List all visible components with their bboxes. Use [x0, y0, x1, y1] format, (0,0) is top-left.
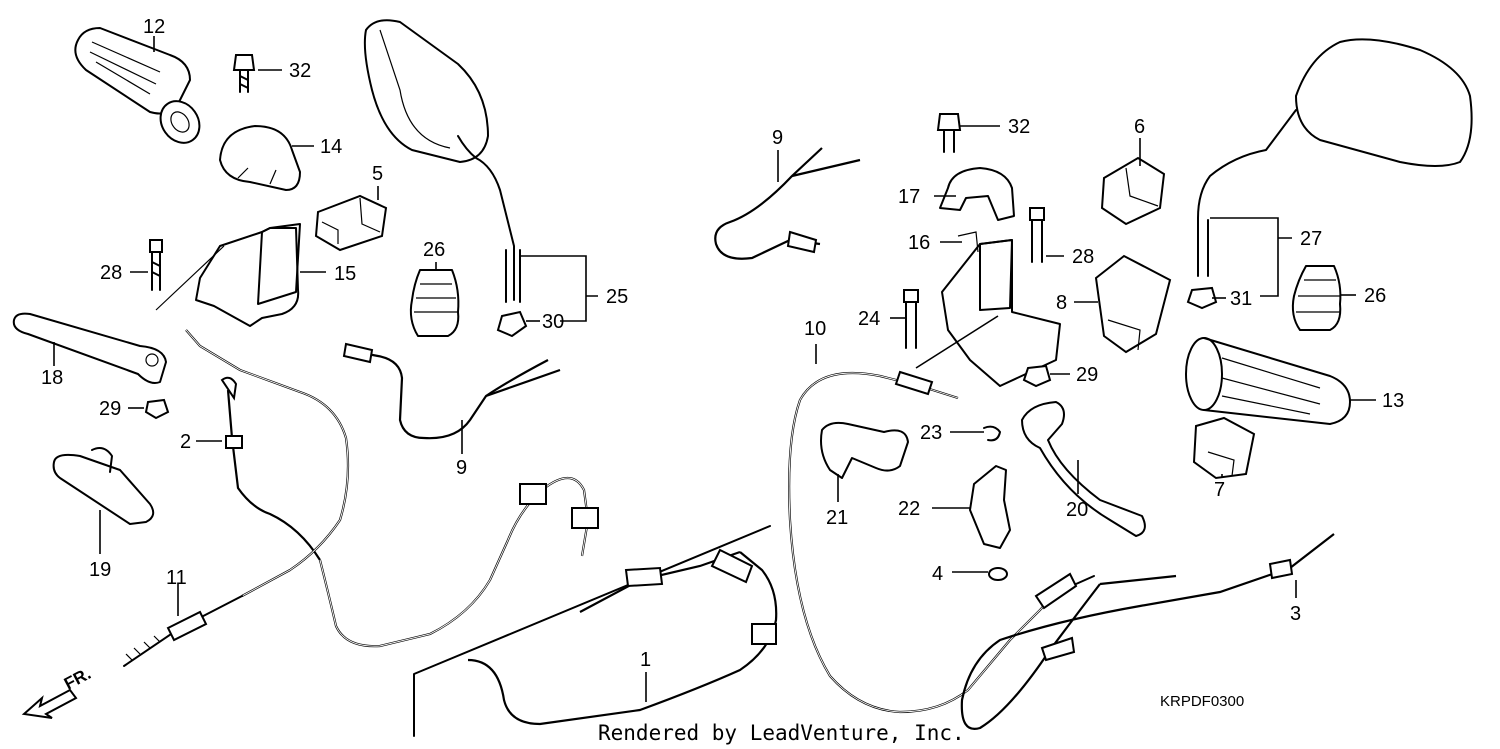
cable-part-3[interactable]	[960, 533, 1335, 730]
switch-connector-part-5[interactable]	[314, 194, 388, 252]
bolt-part-24[interactable]	[903, 289, 919, 349]
throttle-cable-part-1[interactable]	[318, 476, 778, 737]
callout-1: 1	[640, 649, 651, 671]
callout-21: 21	[826, 507, 848, 529]
callout-26-right: 26	[1364, 285, 1386, 307]
callout-6: 6	[1134, 116, 1145, 138]
callout-7: 7	[1214, 479, 1225, 501]
callout-9-right: 9	[772, 127, 783, 149]
lever-cover-part-19[interactable]	[52, 447, 155, 525]
switch-part-8[interactable]	[1094, 254, 1172, 354]
wire-harness-part-9-right[interactable]	[714, 147, 861, 260]
callout-23: 23	[920, 422, 942, 444]
rubber-boot-part-26-left[interactable]	[409, 269, 460, 337]
callout-12: 12	[143, 16, 165, 38]
nut-part-31[interactable]	[1186, 286, 1218, 310]
wire-harness-part-9-left[interactable]	[342, 342, 561, 440]
washer-part-4[interactable]	[988, 567, 1008, 581]
callout-26-left: 26	[423, 239, 445, 261]
callout-29-left: 29	[99, 398, 121, 420]
callout-17: 17	[898, 186, 920, 208]
callout-3: 3	[1290, 603, 1301, 625]
connector-part-6[interactable]	[1100, 156, 1166, 226]
callout-30: 30	[542, 311, 564, 333]
brake-cable-part-11[interactable]	[123, 329, 350, 667]
callout-28-left: 28	[100, 262, 122, 284]
front-label: FR.	[61, 664, 94, 694]
nut-part-29-left[interactable]	[144, 398, 170, 420]
callout-16: 16	[908, 232, 930, 254]
connector-part-7[interactable]	[1192, 416, 1256, 480]
callout-2: 2	[180, 431, 191, 453]
cable-part-2[interactable]	[220, 376, 321, 561]
clutch-cable-part-10[interactable]	[788, 370, 1095, 714]
nut-part-29-right[interactable]	[1022, 364, 1052, 388]
bolt-part-28-left[interactable]	[149, 239, 163, 291]
callout-28-right: 28	[1072, 246, 1094, 268]
right-mirror-part-27[interactable]	[1197, 38, 1473, 277]
callout-29-right: 29	[1076, 364, 1098, 386]
bolt-part-32-left[interactable]	[232, 54, 256, 93]
credit-text: Rendered by LeadVenture, Inc.	[598, 721, 965, 745]
callout-24: 24	[858, 308, 880, 330]
clutch-lever-part-20[interactable]	[1021, 401, 1146, 537]
callout-13: 13	[1382, 390, 1404, 412]
callout-11: 11	[166, 567, 187, 589]
callout-labels: 12 32 14 5 15 28 18 29 2 19 11 26 30 25 …	[41, 16, 1404, 671]
callout-8: 8	[1056, 292, 1067, 314]
callout-32-left: 32	[289, 60, 311, 82]
left-mirror-part-25[interactable]	[363, 19, 521, 303]
callout-15: 15	[334, 263, 356, 285]
brake-bracket-part-15[interactable]	[155, 223, 301, 327]
clip-part-23[interactable]	[983, 425, 1001, 442]
callout-4: 4	[932, 563, 943, 585]
diagram-code: KRPDF0300	[1160, 693, 1244, 710]
callout-19: 19	[89, 559, 111, 581]
callout-32-right: 32	[1008, 116, 1030, 138]
callout-5: 5	[372, 163, 383, 185]
nut-part-30[interactable]	[496, 310, 528, 338]
bolt-part-32-right[interactable]	[936, 113, 962, 153]
callout-10: 10	[804, 318, 826, 340]
right-grip-part-13[interactable]	[1185, 337, 1351, 425]
callout-18: 18	[41, 367, 63, 389]
bracket-part-22[interactable]	[969, 465, 1011, 549]
callout-14: 14	[320, 136, 342, 158]
leader-lines	[53, 36, 1376, 702]
left-grip-part-12[interactable]	[74, 27, 207, 150]
clamp-part-17[interactable]	[939, 167, 1015, 221]
lever-housing-part-14[interactable]	[219, 125, 301, 191]
callout-25: 25	[606, 286, 628, 308]
callout-22: 22	[898, 498, 920, 520]
front-direction-arrow: FR.	[21, 664, 94, 719]
rubber-boot-part-26-right[interactable]	[1291, 265, 1342, 331]
callout-27: 27	[1300, 228, 1322, 250]
bolt-part-28-right[interactable]	[1029, 207, 1045, 263]
brake-lever-part-18[interactable]	[12, 312, 167, 384]
bracket-part-21[interactable]	[820, 421, 909, 479]
callout-31: 31	[1230, 288, 1252, 310]
callout-9-left: 9	[456, 457, 467, 479]
callout-20: 20	[1066, 499, 1088, 521]
